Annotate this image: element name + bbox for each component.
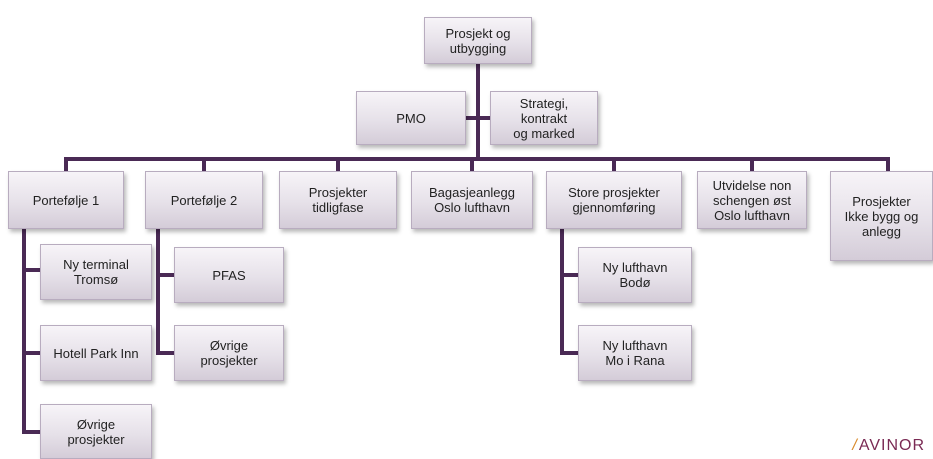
box-ovrige-prosjekter-1: Øvrige prosjekter (40, 404, 152, 459)
box-ny-terminal-tromso: Ny terminal Tromsø (40, 244, 152, 300)
box-portefolje-1: Portefølje 1 (8, 171, 124, 229)
box-store-prosjekter: Store prosjekter gjennomføring (546, 171, 682, 229)
box-pfas: PFAS (174, 247, 284, 303)
box-ovrige-prosjekter-2: Øvrige prosjekter (174, 325, 284, 381)
box-hotell-park-inn: Hotell Park Inn (40, 325, 152, 381)
box-prosjekt-og-utbygging: Prosjekt og utbygging (424, 17, 532, 64)
box-pmo: PMO (356, 91, 466, 145)
logo-text: AVINOR (858, 437, 925, 454)
box-bagasjeanlegg: Bagasjeanlegg Oslo lufthavn (411, 171, 533, 229)
box-portefolje-2: Portefølje 2 (145, 171, 263, 229)
avinor-logo: /AVINOR (852, 437, 925, 455)
box-strategi-kontrakt-marked: Strategi, kontrakt og marked (490, 91, 598, 145)
box-utvidelse-non-schengen: Utvidelse non schengen øst Oslo lufthavn (697, 171, 807, 229)
box-prosjekter-tidligfase: Prosjekter tidligfase (279, 171, 397, 229)
box-ny-lufthavn-mo-i-rana: Ny lufthavn Mo i Rana (578, 325, 692, 381)
logo-mark-icon: / (852, 437, 858, 454)
box-prosjekter-ikke-bygg: Prosjekter Ikke bygg og anlegg (830, 171, 933, 261)
box-ny-lufthavn-bodo: Ny lufthavn Bodø (578, 247, 692, 303)
